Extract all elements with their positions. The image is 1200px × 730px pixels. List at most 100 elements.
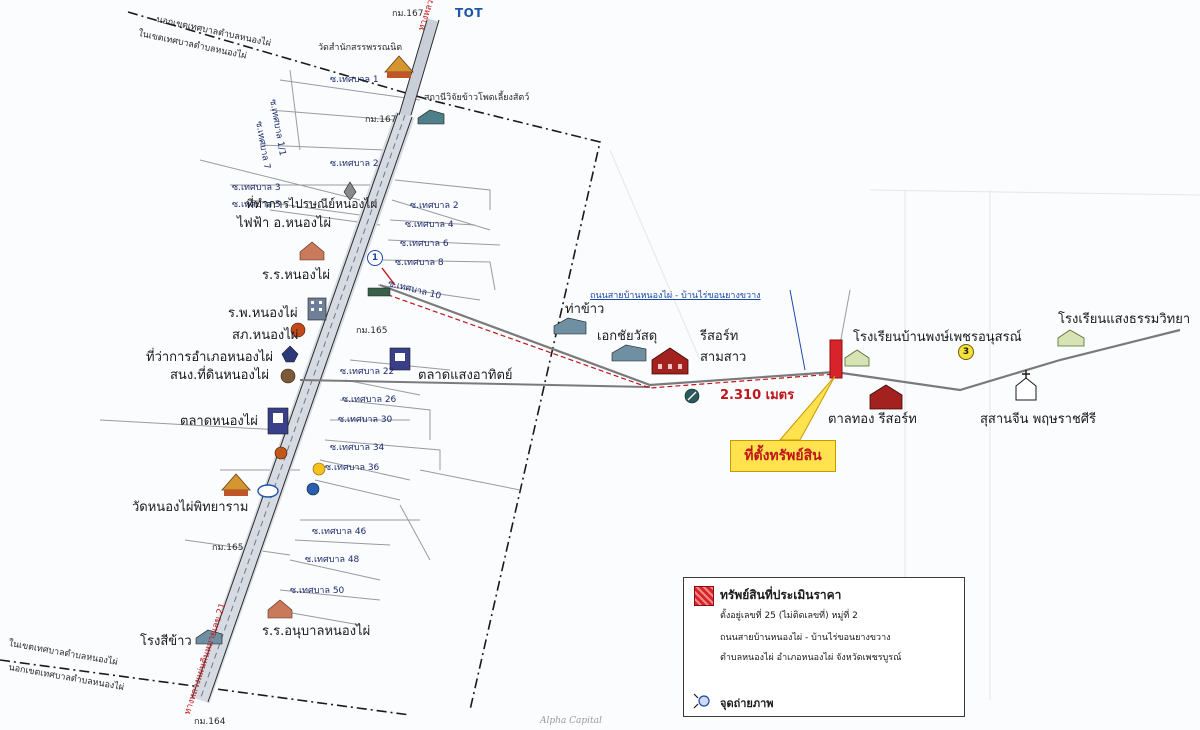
school-west-icon	[299, 241, 325, 261]
property-callout: ที่ตั้งทรัพย์สิน	[730, 440, 836, 472]
warehouse-tha-khao-icon	[553, 317, 587, 335]
resort-east-icon	[869, 384, 903, 410]
km-post: กม.164	[194, 717, 226, 727]
place-land-office: สนง.ที่ดินหนองไผ่	[170, 368, 269, 383]
soi-label: ซ.เทศบาล 48	[305, 555, 360, 565]
landmark-marker[interactable]: 3	[958, 344, 974, 360]
place-school-far: โรงเรียนแสงธรรมวิทยา	[1058, 312, 1191, 327]
warehouse-icon	[417, 109, 445, 125]
place-school: ร.ร.หนองไผ่	[262, 268, 330, 283]
highway-21-north	[399, 18, 439, 117]
km-post: กม.167	[365, 115, 397, 125]
hotel-sign-icon	[367, 287, 391, 297]
photo-arrow	[381, 267, 396, 286]
land-office-icon	[280, 368, 296, 384]
municipal-boundary	[127, 11, 601, 711]
place-kindergarten: ร.ร.อนุบาลหนองไผ่	[262, 624, 371, 639]
esso-icon	[257, 484, 279, 498]
place-resort-1: รีสอร์ท	[700, 329, 739, 344]
kindergarten-icon	[267, 599, 293, 619]
legend-photo-point: จุดถ่ายภาพ	[720, 697, 774, 710]
km-post-top: กม.167	[392, 9, 424, 19]
access-road	[379, 283, 1181, 392]
soi-label: ซ.เทศบาล 4	[405, 220, 454, 230]
legend-line: ตำบลหนองไผ่ อำเภอหนองไผ่ จังหวัดเพชรบูรณ…	[720, 653, 902, 663]
place-ek-chai: เอกชัยวัสดุ	[597, 329, 658, 344]
soi-label: ซ.เทศบาล 36	[325, 463, 380, 473]
place-tha-khao: ท่าข้าว	[565, 302, 605, 317]
school-far-icon	[1057, 329, 1085, 347]
soi-label: ซ.เทศบาล 30	[338, 415, 393, 425]
route-dashed	[379, 291, 836, 389]
church-icon	[1015, 370, 1037, 401]
soi-label: ซ.เทศบาล 50	[290, 586, 345, 596]
soi-label: ซ.เทศบาล 46	[312, 527, 367, 537]
legend-box: ทรัพย์สินที่ประเมินราคา ตั้งอยู่เลขที่ 2…	[683, 577, 965, 717]
fire-dept-icon	[343, 181, 357, 201]
soi-label: ซ.เทศบาล 3	[232, 183, 281, 193]
km-post: กม.165	[356, 326, 388, 336]
highway-21-north-edge	[398, 19, 440, 116]
soi-label: ซ.เทศบาล 26	[342, 395, 397, 405]
soi-label: ซ.เทศบาล 1	[330, 75, 379, 85]
access-road-2	[299, 379, 651, 388]
property-parcel	[829, 339, 843, 379]
place-agri-station: สถานีวิจัยข้าวโพดเลี้ยงสัตว์	[424, 93, 530, 103]
place-school-east: โรงเรียนบ้านพงษ์เพชรอนุสรณ์	[853, 330, 1022, 345]
place-district-office: ที่ว่าการอำเภอหนองไผ่	[146, 350, 274, 365]
place-hospital: ร.พ.หนองไผ่	[228, 306, 298, 321]
photo-point-marker[interactable]: 1	[367, 250, 383, 266]
ptt-icon	[306, 482, 320, 496]
basketball-icon	[274, 446, 288, 460]
market-sang-icon	[389, 347, 411, 371]
place-mail: ที่ทำการไปรษณีย์หนองไผ่	[246, 197, 378, 211]
rice-mill-icon	[195, 629, 223, 645]
highway-21-centerline	[199, 114, 406, 701]
minor-roads-east	[274, 179, 521, 626]
garuda-icon	[281, 345, 299, 363]
soi-label: ซ.เทศบาล 2	[410, 201, 459, 211]
place-fire: ไฟฟ้า อ.หนองไผ่	[237, 216, 332, 231]
soi-label: ซ.เทศบาล 34	[330, 443, 385, 453]
road-pointer	[789, 289, 806, 371]
place-temple-south: วัดหนองไผ่พิทยาราม	[132, 500, 249, 515]
soi-label: ซ.เทศบาล 22	[340, 367, 395, 377]
watermark: Alpha Capital	[540, 716, 602, 726]
highway-21-edge-right	[207, 116, 413, 703]
temple-north-icon	[384, 55, 414, 78]
shell-icon	[312, 462, 326, 476]
soi-label: ซ.เทศบาล 6	[400, 239, 449, 249]
place-temple-north: วัดสำนักสรรพรรณนิต	[318, 43, 403, 53]
soi-label: ซ.เทศบาล 5	[232, 200, 281, 210]
legend-line: ถนนสายบ้านหนองไผ่ - บ้านไร่ขอนยางขวาง	[720, 633, 891, 643]
property-swatch-icon	[694, 586, 714, 606]
place-police: สภ.หนองไผ่	[232, 328, 299, 343]
tot-logo: TOT	[455, 6, 484, 20]
legend-line: ตั้งอยู่เลขที่ 25 (ไม่ติดเลขที่) หมู่ที่…	[720, 611, 858, 621]
school-east-icon	[844, 349, 870, 367]
market-nong-icon	[267, 407, 289, 435]
minor-roads-west	[199, 69, 421, 226]
road-name-label: ถนนสายบ้านหนองไผ่ - บ้านไร่ขอนยางขวาง	[590, 291, 761, 301]
hospital-icon	[307, 297, 327, 321]
place-resort-east: ตาลทอง รีสอร์ท	[828, 412, 917, 427]
green-building-icon	[684, 388, 700, 404]
distance-label: 2.310 เมตร	[720, 388, 795, 403]
soi-label: ซ.เทศบาล 2	[330, 159, 379, 169]
warehouse-ek-chai-icon	[611, 344, 647, 362]
place-resort-2: สามสาว	[700, 350, 747, 365]
place-market-sang: ตลาดแสงอาทิตย์	[418, 368, 513, 383]
camera-point-icon	[693, 693, 710, 709]
km-post: กม.165	[212, 543, 244, 553]
soi-label: ซ.เทศบาล 8	[395, 258, 444, 268]
highway-21-edge-left	[191, 112, 399, 699]
place-rice-mill: โรงสีข้าว	[140, 634, 192, 649]
temple-south-icon	[221, 473, 251, 496]
police-icon	[290, 322, 306, 338]
place-cemetery: สุสานจีน พฤษราชศีรี	[980, 412, 1097, 427]
legend-title: ทรัพย์สินที่ประเมินราคา	[720, 588, 842, 602]
place-market-nong: ตลาดหนองไผ่	[180, 414, 258, 429]
resort-icon	[651, 347, 689, 375]
